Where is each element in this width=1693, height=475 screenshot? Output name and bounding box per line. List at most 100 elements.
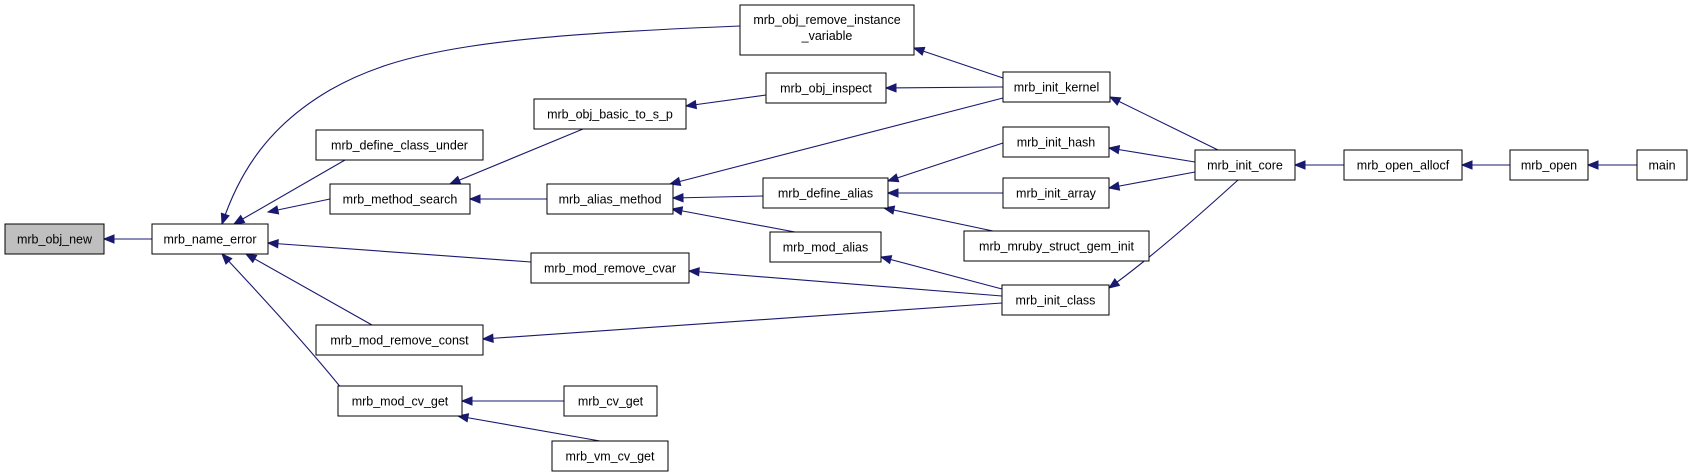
node-mrb-obj-basic-to-s-p[interactable]: mrb_obj_basic_to_s_p [533, 98, 687, 130]
arrow-head-icon [1107, 278, 1121, 289]
node-mrb-init-core[interactable]: mrb_init_core [1194, 149, 1296, 181]
node-label: mrb_obj_inspect [780, 82, 872, 96]
node-mrb-mod-remove-cvar[interactable]: mrb_mod_remove_cvar [530, 252, 690, 284]
node-label: mrb_init_kernel [1014, 81, 1099, 95]
arrow-head-icon [244, 253, 258, 264]
edge-line [883, 207, 994, 232]
edge-mrb-vm-cv-get-to-mrb-mod-cv-get [456, 413, 601, 442]
node-mrb-init-kernel[interactable]: mrb_init_kernel [1002, 71, 1111, 103]
node-label: mrb_vm_cv_get [566, 450, 655, 464]
arrow-head-icon [886, 173, 900, 183]
edge-mrb-init-array-to-mrb-define-alias [886, 188, 1003, 198]
node-mrb-name-error[interactable]: mrb_name_error [151, 223, 269, 255]
edge-line [245, 253, 373, 326]
arrow-head-icon [481, 333, 494, 344]
node-box[interactable] [315, 324, 484, 356]
node-label: mrb_mruby_struct_gem_init [979, 240, 1134, 254]
node-mrb-cv-get[interactable]: mrb_cv_get [563, 385, 658, 417]
edge-line [221, 253, 343, 390]
arrow-head-icon [232, 214, 246, 225]
node-box[interactable] [546, 183, 674, 215]
arrow-head-icon [668, 176, 682, 186]
node-mrb-init-array[interactable]: mrb_init_array [1002, 177, 1110, 209]
node-box[interactable] [739, 4, 915, 56]
node-box[interactable] [1002, 71, 1111, 103]
node-mrb-init-hash[interactable]: mrb_init_hash [1002, 126, 1110, 158]
arrow-head-icon [266, 239, 279, 249]
node-box[interactable] [762, 177, 889, 209]
arrow-head-icon [1460, 160, 1473, 170]
node-box[interactable] [1343, 149, 1463, 181]
node-label: mrb_mod_cv_get [352, 395, 449, 409]
node-mrb-define-class-under[interactable]: mrb_define_class_under [315, 129, 484, 161]
graph-nodes: mrb_obj_new mrb_name_error mrb_obj_remove_… [4, 4, 1688, 472]
edge-line [267, 198, 331, 213]
edge-mrb-init-class-to-mrb-mod-remove-const [481, 302, 1003, 344]
edge-line [1108, 147, 1196, 163]
node-box[interactable] [963, 230, 1150, 262]
edge-mrb-open-to-mrb-open-allocf [1460, 160, 1510, 170]
node-box[interactable] [563, 385, 658, 417]
edge-mrb-init-kernel-to-mrb-alias-method [668, 97, 1004, 186]
node-mrb-alias-method[interactable]: mrb_alias_method [546, 183, 674, 215]
edge-line [1108, 171, 1196, 189]
node-label: mrb_obj_remove_instance [753, 13, 900, 27]
node-box[interactable] [530, 252, 690, 284]
node-box[interactable] [551, 440, 669, 472]
edge-mrb-mod-cv-get-to-mrb-name-error [221, 253, 343, 390]
node-box[interactable] [765, 72, 887, 104]
edge-line [880, 256, 1003, 290]
edge-line [233, 159, 346, 225]
node-box[interactable] [337, 385, 463, 417]
node-mrb-obj-inspect[interactable]: mrb_obj_inspect [765, 72, 887, 104]
node-label: mrb_cv_get [578, 395, 644, 409]
node-box[interactable] [151, 223, 269, 255]
node-mrb-define-alias[interactable]: mrb_define_alias [762, 177, 889, 209]
node-mrb-method-search[interactable]: mrb_method_search [329, 183, 471, 215]
node-mrb-obj-new[interactable]: mrb_obj_new [4, 223, 105, 255]
node-label: mrb_alias_method [559, 193, 662, 207]
arrow-head-icon [468, 194, 481, 204]
node-main[interactable]: main [1636, 149, 1688, 181]
node-box[interactable] [1509, 149, 1589, 181]
edge-mrb-mod-remove-cvar-to-mrb-name-error [266, 239, 532, 263]
node-mrb-obj-remove-instance-variable[interactable]: mrb_obj_remove_instance _variable [739, 4, 915, 56]
node-mrb-init-class[interactable]: mrb_init_class [1001, 284, 1110, 316]
edge-mrb-init-core-to-mrb-init-array [1107, 171, 1196, 191]
node-mrb-mod-cv-get[interactable]: mrb_mod_cv_get [337, 385, 463, 417]
node-mrb-mruby-struct-gem-init[interactable]: mrb_mruby_struct_gem_init [963, 230, 1150, 262]
edge-line [887, 142, 1004, 182]
node-box[interactable] [533, 98, 687, 130]
node-box[interactable] [1636, 149, 1688, 181]
arrow-head-icon [886, 188, 899, 198]
arrow-head-icon [1586, 160, 1599, 170]
arrow-head-icon [220, 212, 230, 226]
node-mrb-vm-cv-get[interactable]: mrb_vm_cv_get [551, 440, 669, 472]
node-box[interactable] [315, 129, 484, 161]
node-box[interactable] [1001, 284, 1110, 316]
node-box[interactable] [4, 223, 105, 255]
edge-mrb-mod-remove-const-to-mrb-name-error [244, 253, 373, 326]
edge-mrb-open-allocf-to-mrb-init-core [1293, 160, 1344, 170]
node-box[interactable] [1194, 149, 1296, 181]
node-mrb-mod-alias[interactable]: mrb_mod_alias [769, 231, 882, 263]
edge-line [671, 208, 796, 233]
node-box[interactable] [769, 231, 882, 263]
arrow-head-icon [879, 255, 893, 265]
node-mrb-mod-remove-const[interactable]: mrb_mod_remove_const [315, 324, 484, 356]
node-mrb-open-allocf[interactable]: mrb_open_allocf [1343, 149, 1463, 181]
arrow-head-icon [448, 175, 462, 185]
node-box[interactable] [1002, 177, 1110, 209]
edge-mrb-init-core-to-mrb-init-class [1107, 179, 1239, 289]
edge-mrb-mod-alias-to-mrb-alias-method [670, 206, 796, 233]
edge-line [449, 128, 584, 185]
node-mrb-open[interactable]: mrb_open [1509, 149, 1589, 181]
node-box[interactable] [329, 183, 471, 215]
node-label: main [1648, 159, 1675, 173]
node-label: mrb_init_class [1016, 294, 1096, 308]
edge-mrb-method-search-to-mrb-name-error [266, 198, 331, 215]
node-label: _variable [801, 29, 853, 43]
node-box[interactable] [1002, 126, 1110, 158]
arrow-head-icon [460, 396, 473, 406]
node-label: mrb_open [1521, 159, 1577, 173]
